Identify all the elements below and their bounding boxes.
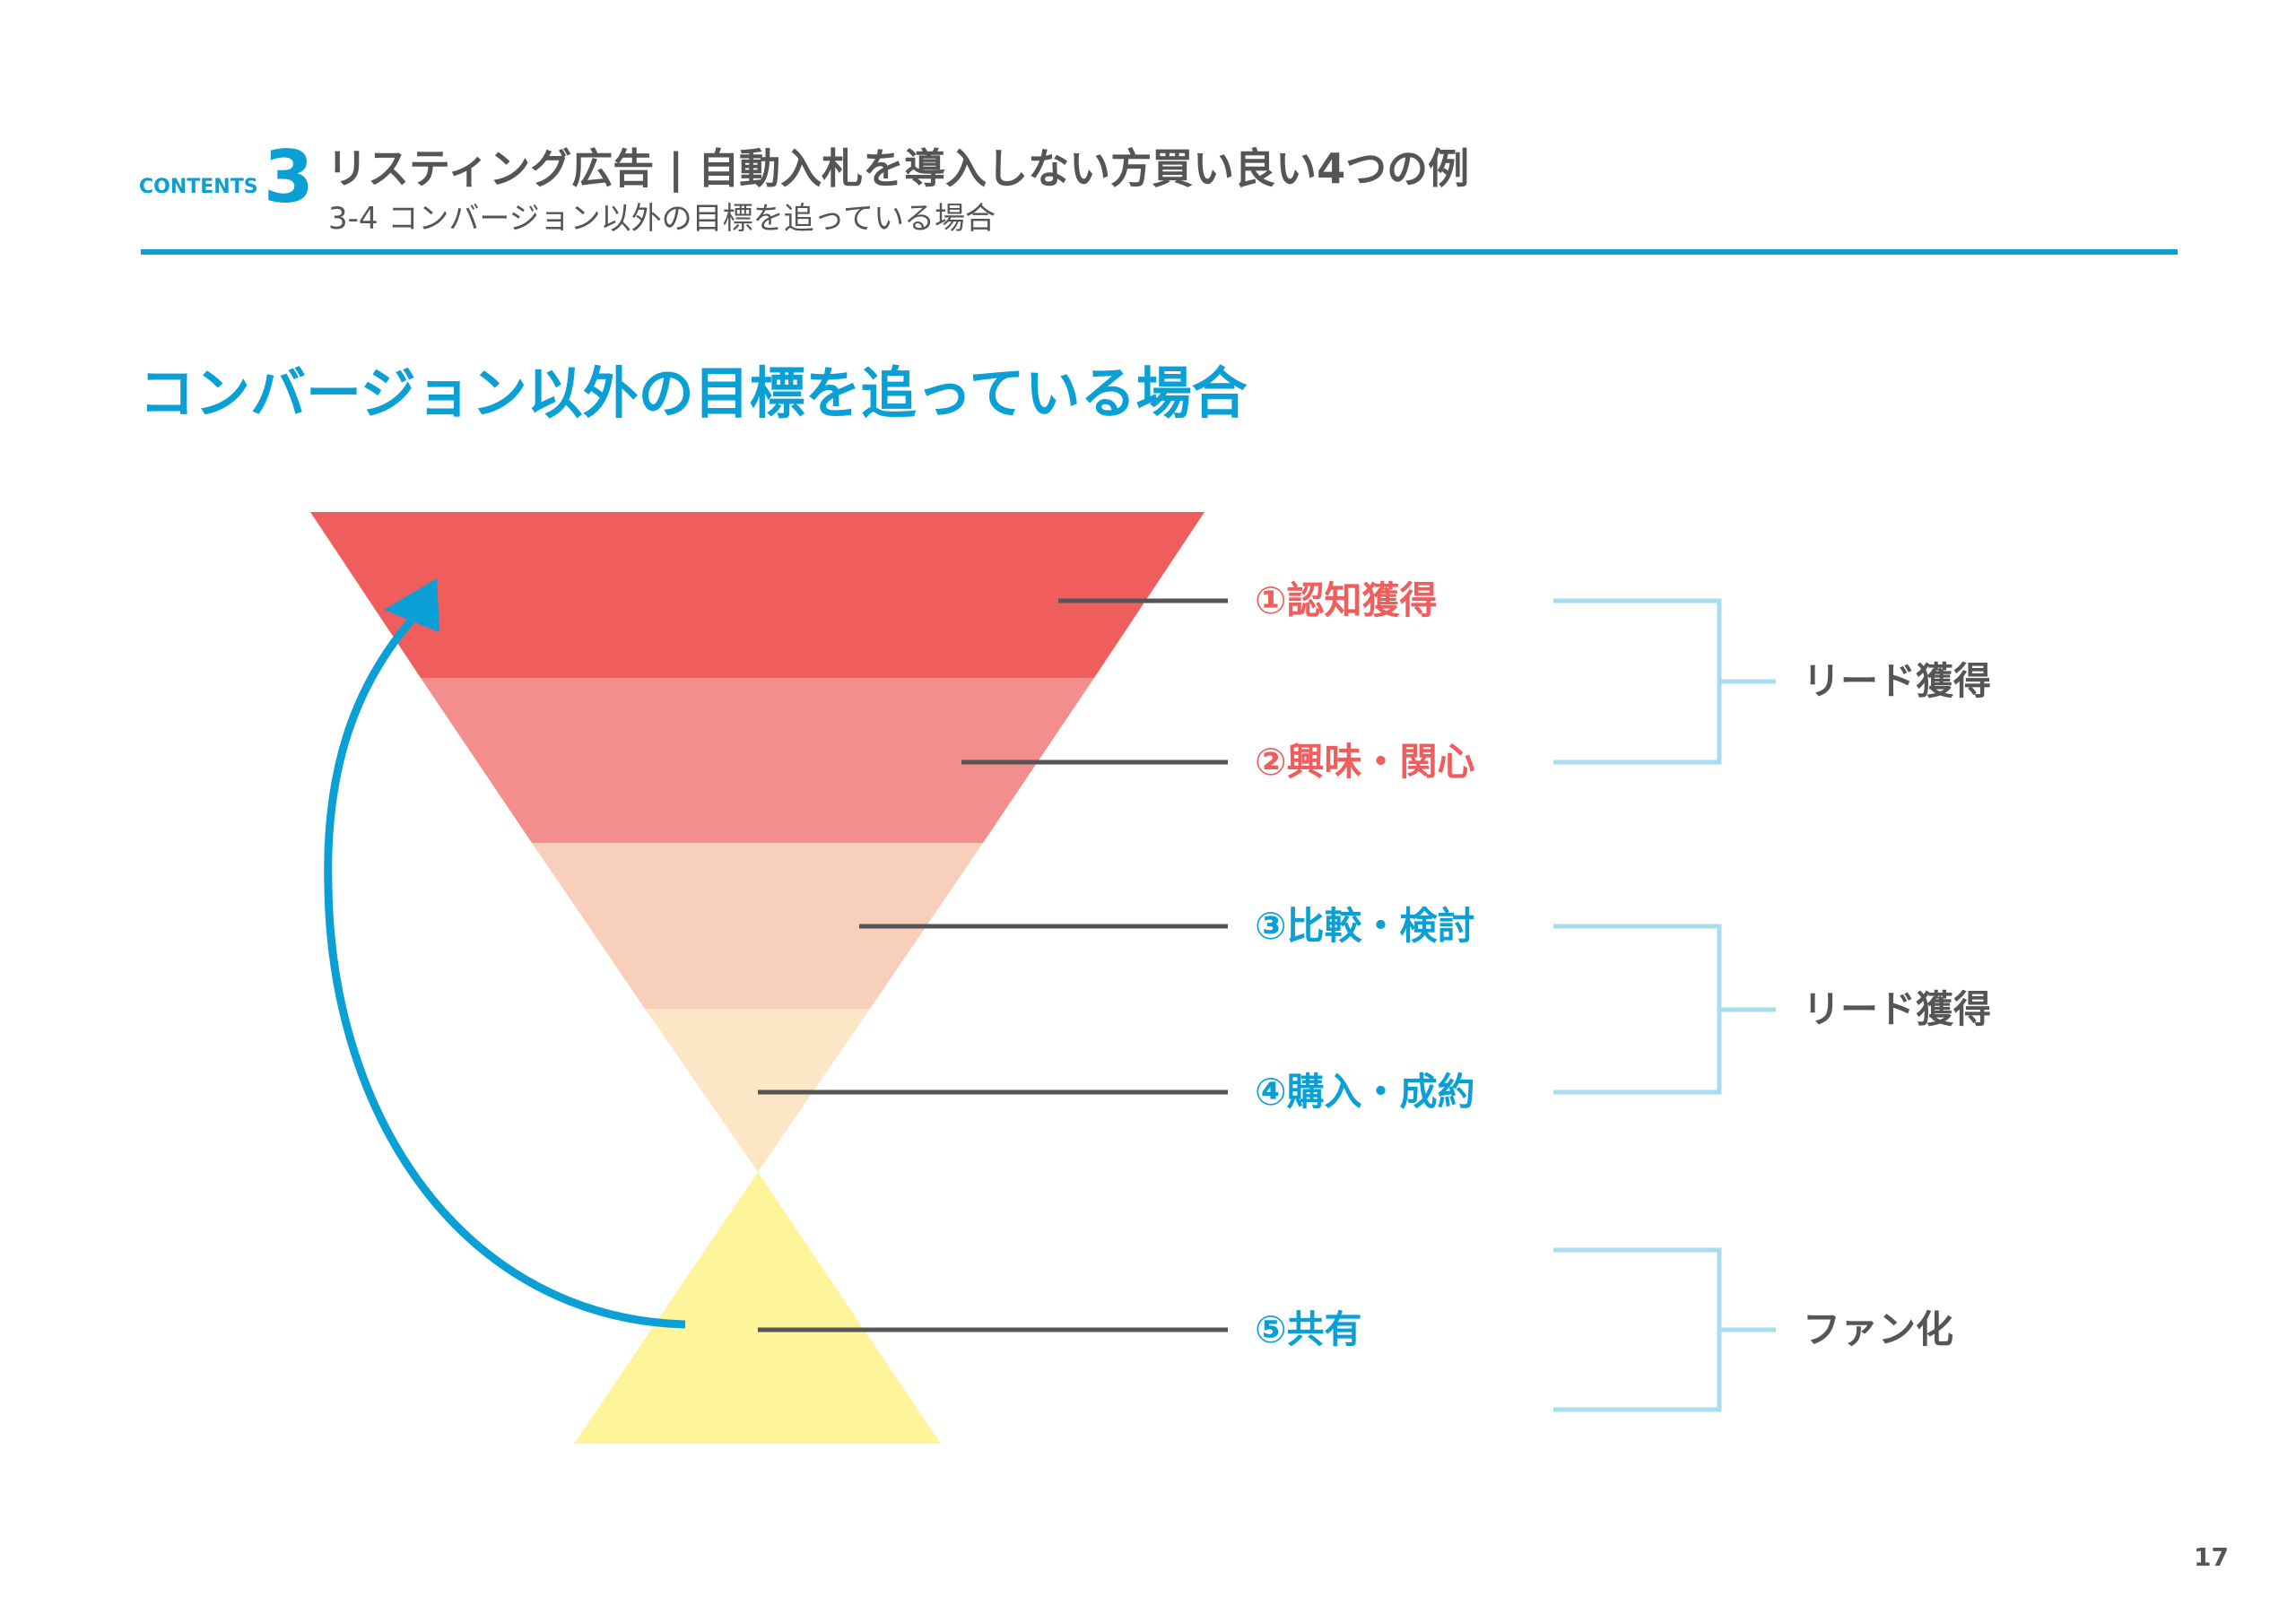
stage-label-awareness: ①認知獲得: [1255, 578, 1438, 622]
stage-label-purchase: ④購入・成約: [1255, 1070, 1475, 1114]
group-label-fan: ファン化: [1803, 1307, 1954, 1351]
funnel-band-interest: [421, 678, 1094, 843]
section-number: 3: [264, 135, 314, 219]
header-divider: [141, 249, 2178, 255]
cycle-arrow: [324, 616, 686, 1329]
section-heading: コンバージョン以外の目標を追っている場合: [139, 360, 1248, 426]
group-label-lead-1: リード獲得: [1803, 659, 1992, 703]
arrowhead-icon: [384, 578, 439, 632]
funnel-band-compare: [532, 843, 983, 1009]
page-subtitle: 3-4 コンバージョン以外の目標を追っている場合: [328, 201, 996, 237]
brackets: [1553, 598, 1776, 1412]
stage-label-share: ⑤共有: [1255, 1307, 1362, 1351]
group-label-lead-2: リード獲得: [1803, 987, 1992, 1031]
page-title: リスティング広告 | 自動入札を導入しない方買い良い4つの例: [326, 144, 1470, 193]
bracket: [1553, 598, 1722, 765]
leader-lines: [758, 598, 1228, 1332]
bracket: [1553, 924, 1722, 1095]
page-number: 17: [2194, 1542, 2229, 1572]
funnel-band-awareness: [310, 512, 1205, 678]
stage-label-compare: ③比較・検討: [1255, 904, 1475, 948]
bracket: [1553, 1247, 1722, 1412]
contents-label: CONTENTS: [139, 176, 258, 198]
funnel-band-purchase: [645, 1009, 870, 1172]
stage-label-interest: ②興味・関心: [1255, 740, 1475, 784]
share-triangle: [574, 1172, 941, 1444]
